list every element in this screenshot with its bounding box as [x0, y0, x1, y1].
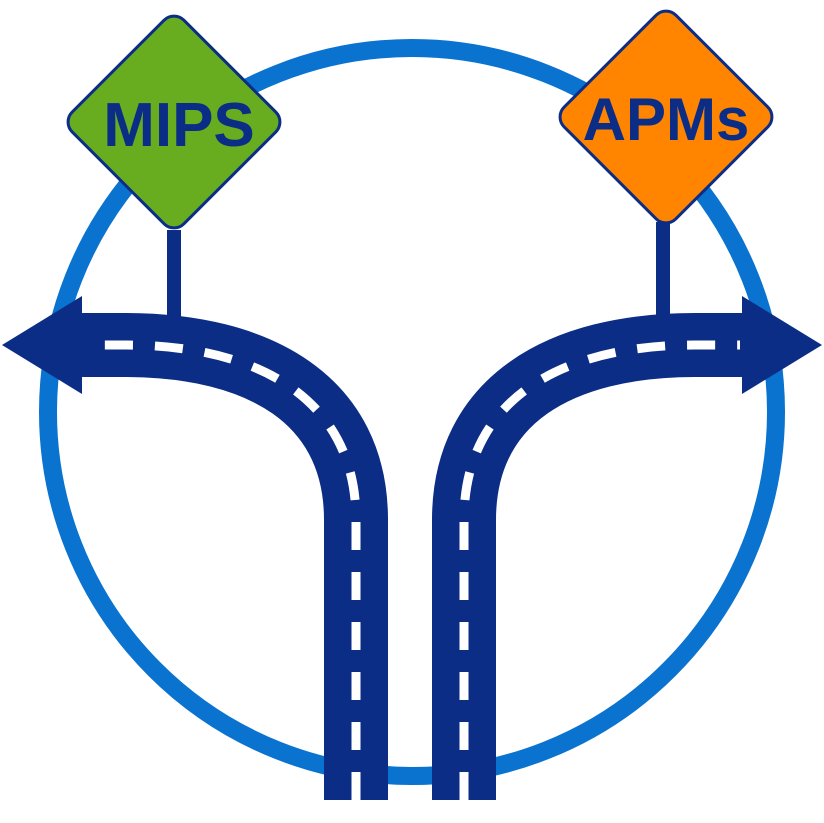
right-sign: APMs — [554, 5, 777, 228]
right-road — [464, 296, 822, 800]
right-road-surface — [464, 345, 765, 800]
left-sign-pole — [167, 230, 181, 325]
left-road-surface — [60, 345, 356, 800]
right-sign-label: APMs — [583, 86, 750, 153]
right-sign-pole — [656, 222, 670, 323]
left-road — [2, 296, 356, 800]
left-sign: MIPS — [62, 10, 285, 233]
left-sign-label: MIPS — [103, 91, 255, 160]
